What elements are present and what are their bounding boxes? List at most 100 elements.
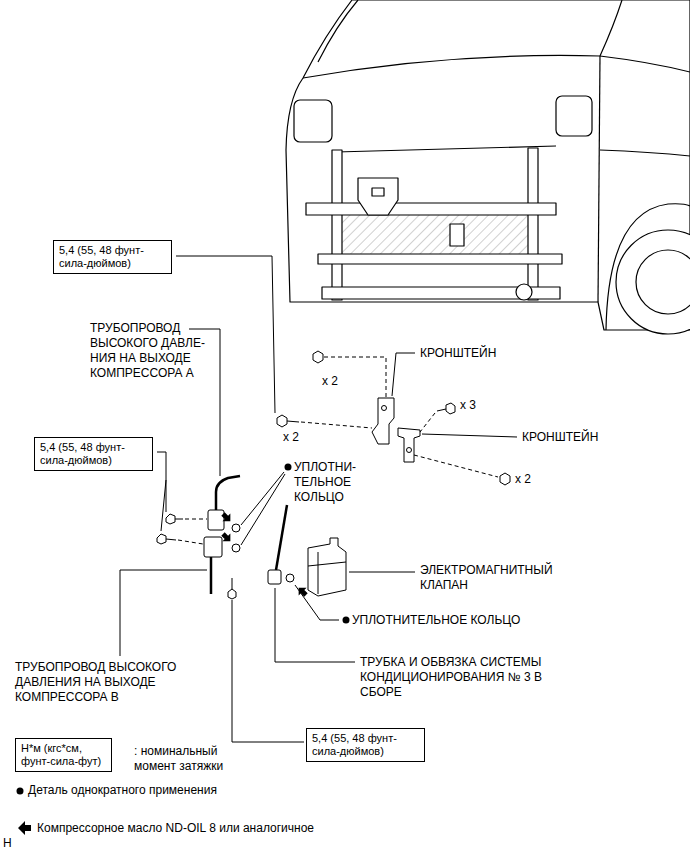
- van-illustration: [286, 0, 690, 334]
- leader-line: [232, 600, 304, 742]
- hood-latch: [358, 178, 398, 215]
- bracket-hole: [407, 448, 412, 453]
- text-group: 5,4 (55, 48 фунт- сила-дюймов): [59, 244, 165, 270]
- grille-edge: [336, 146, 556, 152]
- legend-text: Компрессорное масло ND-OIL 8 или аналоги…: [37, 821, 314, 835]
- support-post: [332, 150, 342, 300]
- single-use-dot: [343, 617, 350, 624]
- torque-value: 5,4 (55, 48 фунт- сила-дюймов): [312, 732, 418, 758]
- leader-line: [422, 434, 517, 437]
- pipe-a: [216, 476, 240, 510]
- nut: [313, 351, 323, 363]
- part-label: x 3: [460, 398, 476, 413]
- dashed-assembly-line: [185, 519, 207, 520]
- bolt-shank: [166, 539, 176, 540]
- leader-line: [120, 570, 207, 656]
- part-label: КРОНШТЕЙН: [522, 430, 598, 445]
- o-ring: [232, 524, 240, 532]
- latch-slot: [372, 188, 384, 196]
- leader-line: [157, 452, 166, 512]
- windshield-edge: [318, 0, 358, 62]
- part-label: x 2: [283, 430, 299, 445]
- pipe-a-fitting: [208, 510, 224, 530]
- o-ring: [286, 574, 294, 582]
- a-pillar: [600, 0, 622, 56]
- o-ring: [232, 544, 240, 552]
- side-line: [600, 150, 690, 156]
- part-label: : номинальный момент затяжки: [134, 744, 239, 774]
- dashed-assembly-line: [301, 422, 372, 428]
- bracket: [398, 428, 420, 462]
- leader-line: [275, 588, 355, 662]
- oil-arrow: [219, 530, 234, 545]
- torque-value: 5,4 (55, 48 фунт- сила-дюймов): [59, 244, 165, 270]
- bolt-shank: [437, 409, 446, 411]
- legend-entry: Деталь однократного применения: [28, 783, 217, 798]
- torque-box: 5,4 (55, 48 фунт- сила-дюймов): [306, 728, 425, 762]
- bracket-hole: [382, 406, 387, 411]
- leader-line: [241, 474, 285, 545]
- bolt-head: [446, 403, 455, 414]
- middle-crossmember: [318, 254, 562, 264]
- legend-unit-box: Н*м (кгс*см, фунт-сила-фут): [15, 738, 112, 772]
- part-label: x 2: [515, 472, 531, 487]
- headlight: [294, 100, 332, 142]
- bolt-shank: [175, 519, 183, 520]
- bolt-head: [157, 534, 166, 544]
- bracket: [372, 398, 394, 444]
- leader-line: [241, 472, 284, 525]
- front-corner: [598, 56, 600, 302]
- leader-line: [295, 585, 339, 620]
- upper-crossmember: [306, 203, 556, 215]
- text-group: Н*м (кгс*см, фунт-сила-фут): [21, 742, 105, 768]
- part-label: ЭЛЕКТРОМАГНИТНЫЙ КЛАПАН: [420, 563, 570, 593]
- single-use-dot: [285, 464, 292, 471]
- bolt-head: [166, 514, 175, 524]
- nut: [500, 473, 510, 485]
- legend-arrow-symbol: [18, 821, 31, 835]
- leader-line: [161, 480, 166, 531]
- bolt-shank: [287, 421, 299, 422]
- torque-value: 5,4 (55, 48 фунт- сила-дюймов): [40, 441, 146, 467]
- wheel: [616, 230, 690, 334]
- text-group: 5,4 (55, 48 фунт- сила-дюймов): [40, 441, 146, 467]
- bolt-shank: [232, 578, 233, 589]
- part-label: КРОНШТЕЙН: [420, 346, 496, 361]
- dashed-assembly-line: [178, 540, 203, 544]
- horn: [516, 284, 532, 300]
- small-bracket: [450, 224, 464, 246]
- pipe-b: [210, 557, 213, 594]
- wheel-rim: [636, 250, 690, 314]
- tube-3: [276, 505, 287, 570]
- part-label: УПЛОТНИТЕЛЬНОЕ КОЛЬЦО: [352, 613, 520, 628]
- part-label: ТРУБОПРОВОД ВЫСОКОГО ДАВЛЕ- НИЯ НА ВЫХОД…: [90, 321, 215, 381]
- legend-dot-symbol: [17, 788, 24, 795]
- radiator-hatch: [342, 215, 528, 254]
- support-post: [528, 148, 538, 300]
- torque-box: 5,4 (55, 48 фунт- сила-дюймов): [53, 240, 172, 274]
- leader-line: [349, 572, 415, 573]
- solenoid-detail: [308, 552, 346, 594]
- belt-line: [600, 56, 690, 72]
- legend-entry: Компрессорное масло ND-OIL 8 или аналоги…: [37, 821, 314, 836]
- torque-box: 5,4 (55, 48 фунт- сила-дюймов): [34, 437, 153, 471]
- legend-text: Деталь однократного применения: [28, 783, 217, 797]
- torque-value: Н*м (кгс*см, фунт-сила-фут): [21, 742, 105, 768]
- headlight: [556, 96, 592, 136]
- dashed-assembly-line: [420, 413, 435, 432]
- bolt-head: [228, 589, 236, 599]
- oil-arrow: [219, 510, 234, 525]
- dashed-assembly-line: [414, 455, 498, 477]
- leader-line: [176, 256, 275, 413]
- leader-line: [189, 329, 220, 476]
- part-label: ТРУБОПРОВОД ВЫСОКОГО ДАВЛЕНИЯ НА ВЫХОДЕ …: [15, 660, 190, 705]
- pipe-b-fitting: [204, 537, 222, 557]
- hood-edge: [303, 55, 600, 78]
- part-label: УПЛОТНИ- ТЕЛЬНОЕ КОЛЬЦО: [294, 460, 379, 505]
- part-label: H: [3, 836, 12, 851]
- bolt-head: [277, 415, 287, 427]
- part-label: x 2: [322, 374, 338, 389]
